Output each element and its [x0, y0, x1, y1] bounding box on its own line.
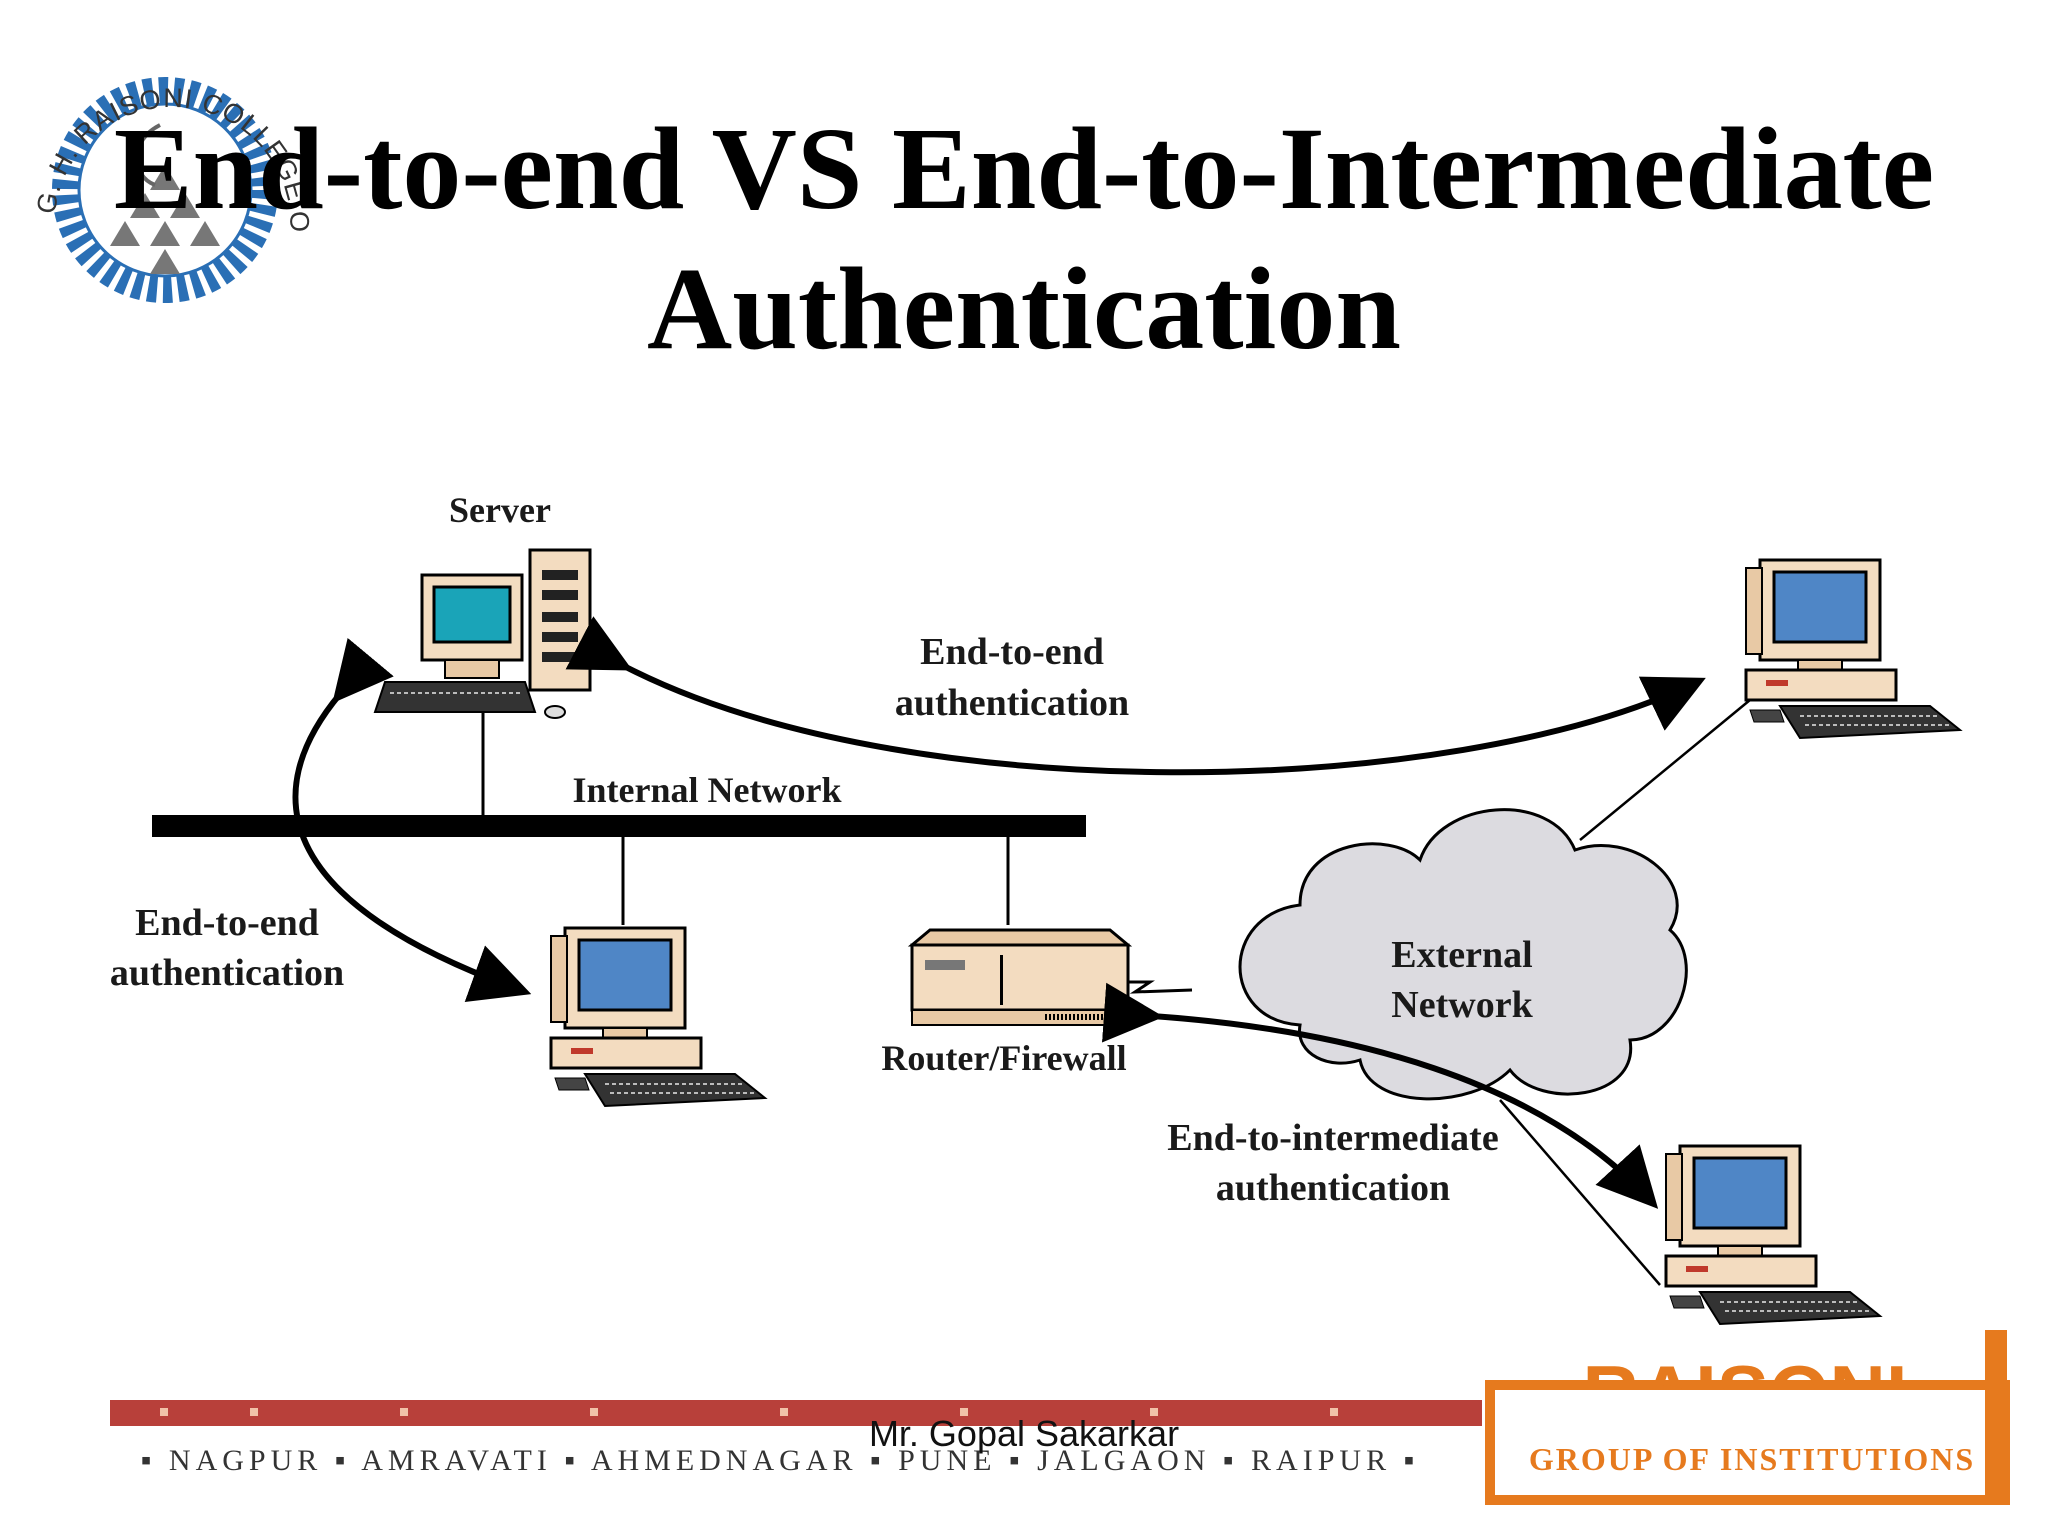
e2i-label-2: authentication [1216, 1167, 1450, 1209]
internal-network-bus [152, 815, 1086, 837]
footer-cities: ▪ NAGPUR ▪ AMRAVATI ▪ AHMEDNAGAR ▪ PUNE … [141, 1444, 1419, 1477]
internal-workstation-icon [549, 926, 767, 1108]
remote-workstation-bottom-icon [1664, 1144, 1882, 1326]
e2e-top-arrow [565, 616, 1706, 776]
e2e-left-label-2: authentication [110, 952, 344, 994]
logo-triangles-icon [110, 165, 220, 274]
footer-stripe [110, 1400, 1482, 1426]
server-label: Server [449, 490, 551, 530]
footer-banner: ▪ NAGPUR ▪ AMRAVATI ▪ AHMEDNAGAR ▪ PUNE … [110, 1330, 2010, 1505]
router-firewall-icon [907, 928, 1133, 1026]
e2e-top-label-2: authentication [895, 682, 1129, 724]
e2i-arrow [1101, 982, 1659, 1209]
e2i-label-1: End-to-intermediate [1167, 1117, 1498, 1159]
author-name: Mr. Gopal Sakarkar [868, 1413, 1180, 1454]
server-icon [373, 548, 592, 719]
slide-title-line-1: End-to-end VS End-to-Intermediate [113, 103, 1935, 234]
remote-workstation-top-icon [1744, 558, 1962, 740]
internal-network-label: Internal Network [573, 770, 842, 810]
e2e-left-label-1: End-to-end [135, 902, 319, 944]
footer-brand-sub: GROUP OF INSTITUTIONS [1529, 1441, 1975, 1477]
external-network-label-2: Network [1391, 984, 1533, 1026]
external-network-label-1: External [1391, 934, 1532, 976]
router-label: Router/Firewall [881, 1038, 1126, 1078]
slide-title-line-2: Authentication [647, 243, 1401, 374]
college-logo: G. H. RAISONI COLLEGE OF ENGINEERING [10, 45, 314, 303]
e2e-left-arrow [292, 637, 532, 1002]
e2e-top-label-1: End-to-end [920, 631, 1104, 673]
